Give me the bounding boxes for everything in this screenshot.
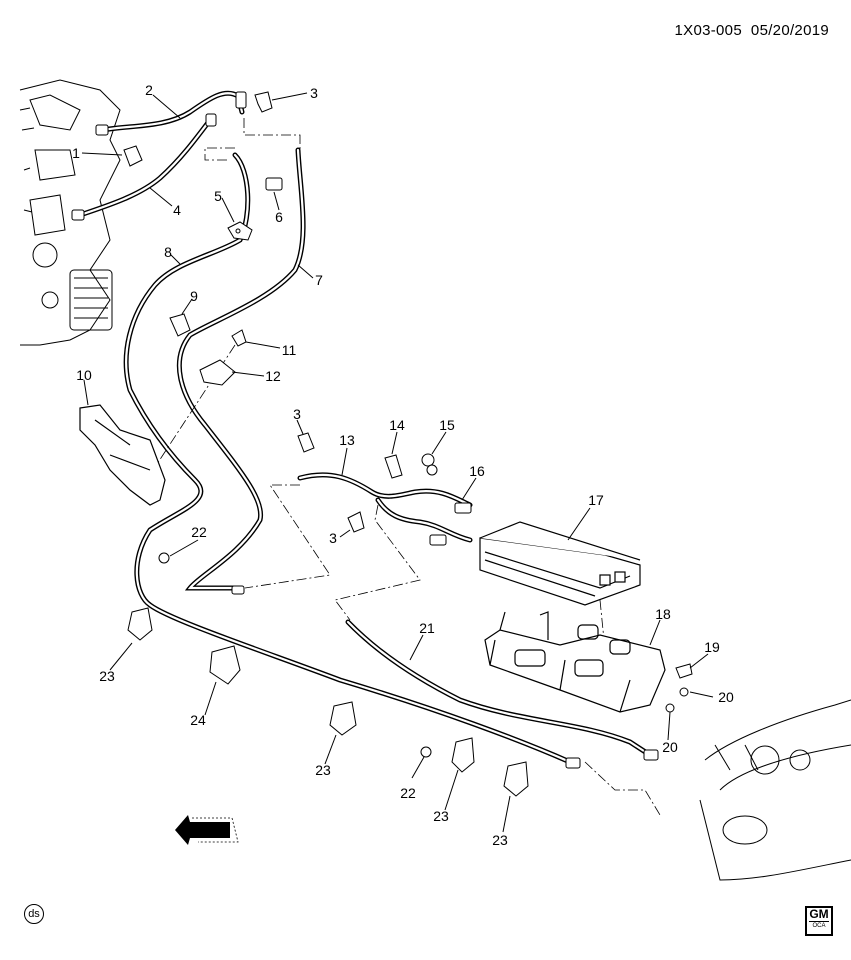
document-header: 1X03-005 05/20/2019 [675,22,829,39]
callout-16: 16 [469,463,485,479]
callout-4: 4 [173,202,181,218]
doc-date: 05/20/2019 [750,22,829,39]
engine-illustration [19,79,121,346]
callout-leaders [81,92,714,833]
callout-3-top: 3 [310,85,318,101]
callout-23-b: 23 [315,762,331,778]
shield-10 [79,404,166,506]
callout-20-lower: 20 [662,739,678,755]
callout-21: 21 [419,620,435,636]
callout-5: 5 [214,188,222,204]
callout-1: 1 [72,145,80,161]
callout-22-lower: 22 [400,785,416,801]
gm-logo-text: GM [809,907,829,921]
front-direction-label: FRT [193,825,215,837]
callout-24: 24 [190,712,206,728]
callout-7: 7 [315,272,323,288]
callout-10: 10 [76,367,92,383]
callout-23-d: 23 [492,832,508,848]
hose-fittings [71,91,659,769]
callout-12: 12 [265,368,281,384]
callout-17: 17 [588,492,604,508]
control-module-17 [479,521,641,606]
fuel-tank-illustration [699,699,851,881]
front-direction-arrow [175,815,239,845]
ds-mark: ds [24,904,44,924]
callout-23-a: 23 [99,668,115,684]
callout-23-c: 23 [433,808,449,824]
gm-logo: GM OCA [805,906,833,936]
gm-logo-sub: OCA [809,921,829,931]
callout-18: 18 [655,606,671,622]
callout-3-lower: 3 [329,530,337,546]
callout-22-left: 22 [191,524,207,540]
bracket-18 [484,611,666,713]
callout-20-right: 20 [718,689,734,705]
callout-6: 6 [275,209,283,225]
callout-9: 9 [190,288,198,304]
callout-14: 14 [389,417,405,433]
callout-19: 19 [704,639,720,655]
callout-13: 13 [339,432,355,448]
callout-15: 15 [439,417,455,433]
clips [123,91,693,797]
leader-lines [139,118,661,816]
callout-8: 8 [164,244,172,260]
callout-11: 11 [281,342,297,358]
callout-3-middle: 3 [293,406,301,422]
doc-code: 1X03-005 [674,22,742,39]
callout-2: 2 [145,82,153,98]
